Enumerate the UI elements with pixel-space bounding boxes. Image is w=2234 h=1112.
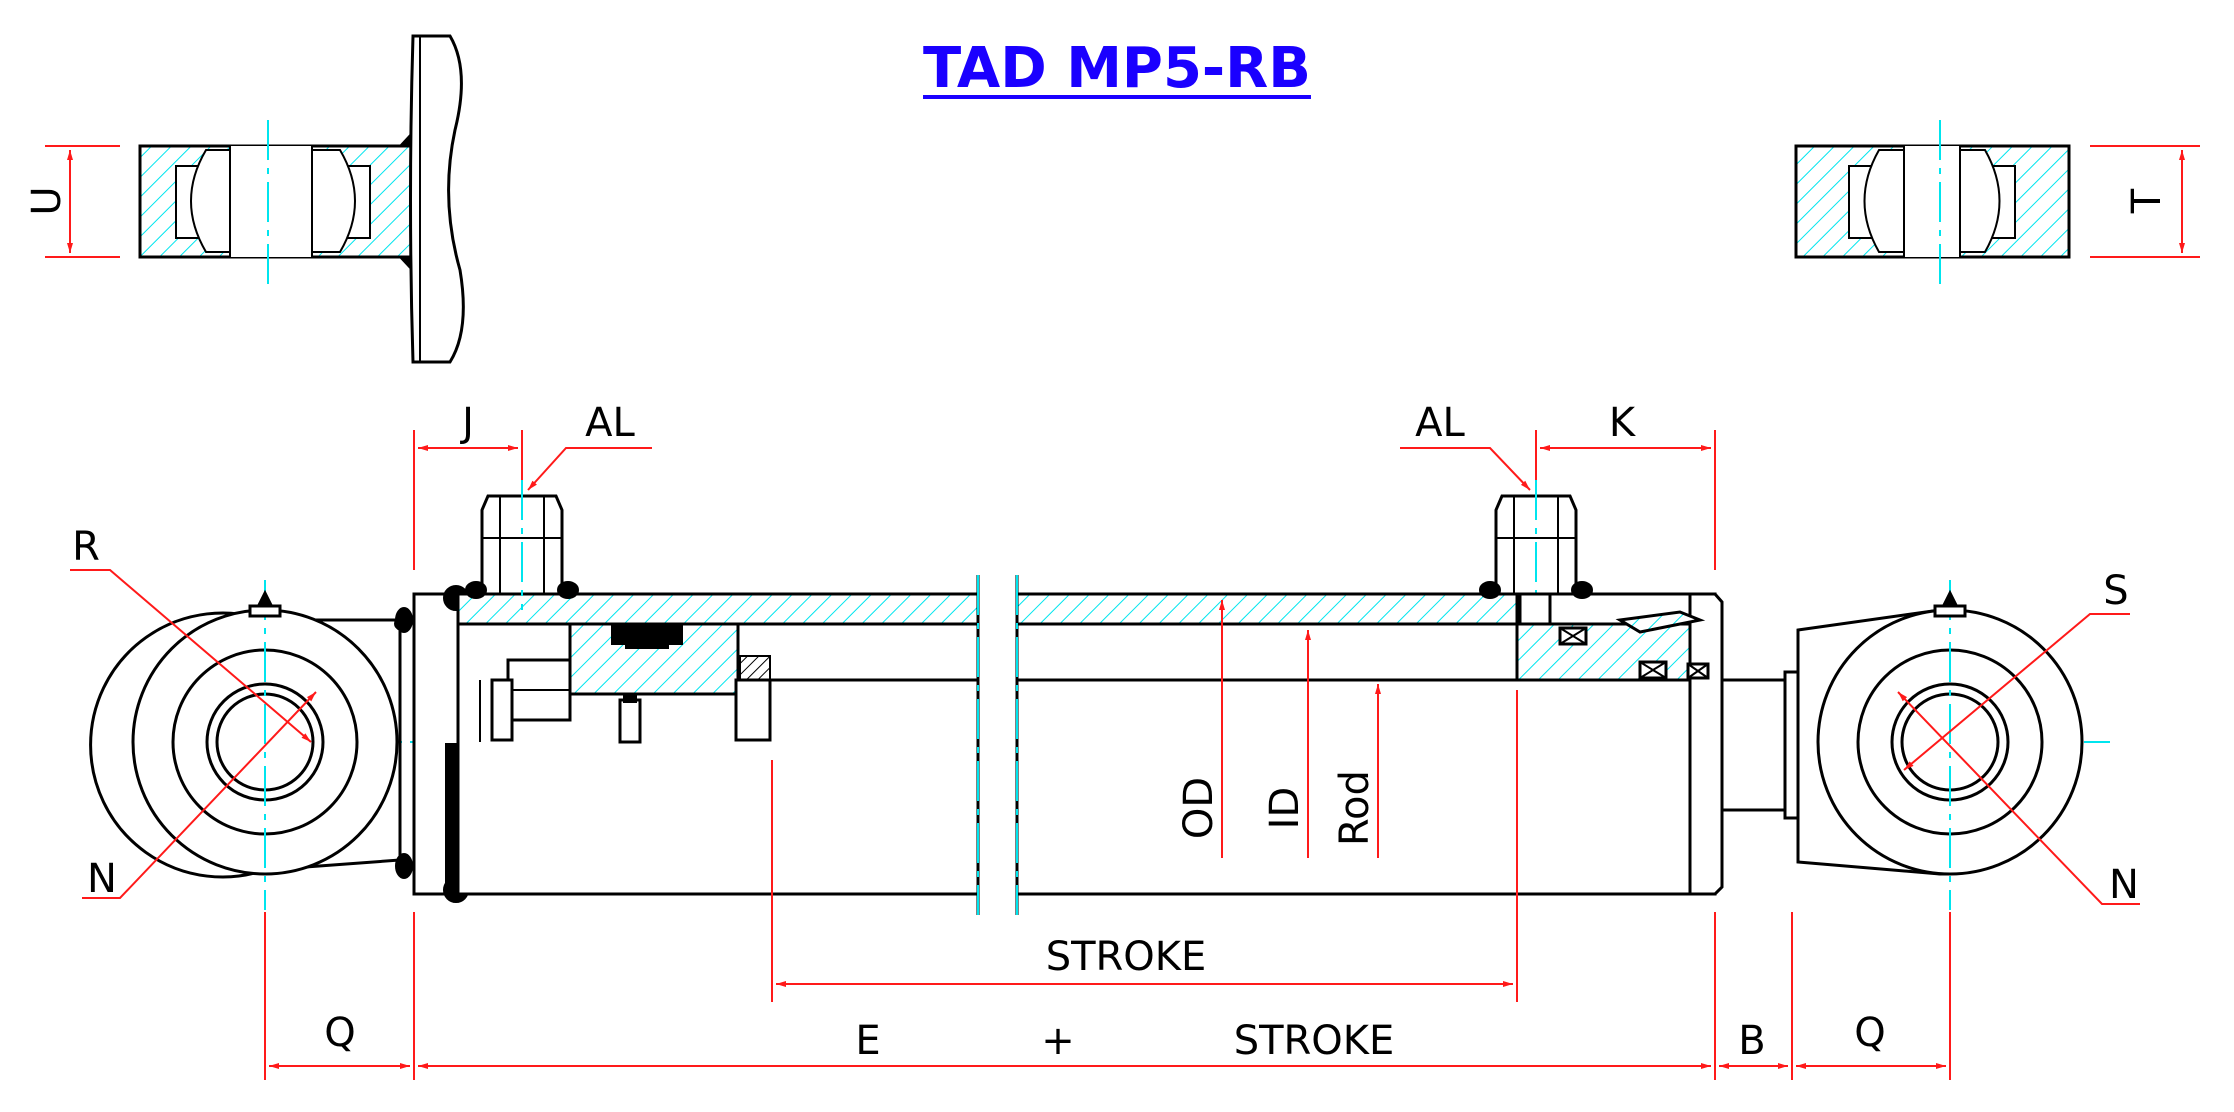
drawing-title: TAD MP5-RB (0, 36, 2234, 101)
right-eye-section-detail: T (1794, 120, 2200, 285)
dim-Q-left-label: Q (324, 1010, 355, 1056)
dim-STROKE-bottom-label: STROKE (1234, 1018, 1395, 1064)
dimensions: J AL AL K R N S N OD ID Rod STROK (70, 400, 2140, 1080)
dim-N-left-label: N (87, 856, 117, 902)
dim-AL-right-label: AL (1415, 400, 1465, 446)
dim-plus-label: + (1041, 1018, 1075, 1064)
dim-R-label: R (72, 524, 100, 570)
dim-J-label: J (459, 400, 474, 446)
dim-STROKE-mid-label: STROKE (1046, 934, 1207, 980)
drawing-title-text: TAD MP5-RB (923, 36, 1311, 101)
dim-U-label: U (24, 186, 70, 215)
dim-Q-right-label: Q (1854, 1010, 1885, 1056)
dim-T-label: T (2124, 188, 2170, 214)
dim-AL-left-label: AL (585, 400, 635, 446)
rear-port (465, 480, 579, 610)
left-eye-section-detail: U (24, 34, 465, 364)
cylinder-assembly (89, 480, 2110, 915)
dim-OD-label: OD (1176, 777, 1222, 839)
dim-N-right-label: N (2109, 862, 2139, 908)
dim-Rod-label: Rod (1332, 770, 1378, 846)
dim-S-label: S (2103, 568, 2128, 614)
dim-K-label: K (1609, 400, 1637, 446)
front-port (1479, 480, 1593, 626)
dim-E-label: E (855, 1018, 880, 1064)
dim-B-label: B (1738, 1018, 1765, 1064)
dim-ID-label: ID (1262, 787, 1308, 830)
